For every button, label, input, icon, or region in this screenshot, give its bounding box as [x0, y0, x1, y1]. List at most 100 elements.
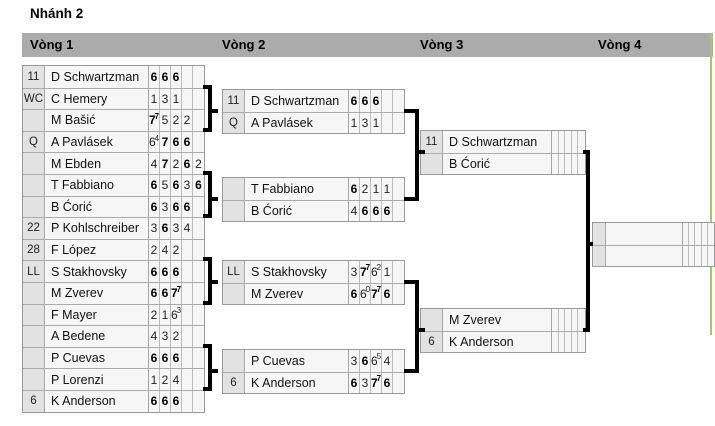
seed-cell [23, 369, 45, 390]
player-name: K Anderson [45, 390, 149, 412]
set-score [182, 261, 193, 282]
set-score [559, 131, 566, 153]
bracket-connector [418, 327, 425, 332]
set-score: 3 [349, 350, 360, 372]
set-score: 6 [360, 200, 371, 222]
seed-cell: Q [223, 112, 245, 134]
player-name: F Mayer [45, 304, 149, 326]
seed-cell [223, 283, 245, 305]
seed-cell [23, 110, 45, 131]
set-score: 6 [171, 66, 182, 88]
player-name: S Stakhovsky [45, 261, 149, 282]
bracket-connector [203, 127, 208, 132]
seed-cell [23, 153, 45, 174]
bracket-connector [582, 149, 586, 154]
player-name: M Zverev [45, 282, 149, 304]
set-score [382, 90, 393, 112]
bracket-connector [211, 108, 218, 113]
set-score [393, 178, 404, 200]
bracket-connector [403, 196, 415, 201]
set-score: 3 [149, 218, 160, 239]
set-score [572, 153, 579, 175]
bracket-connector [203, 343, 208, 348]
set-score: 3 [160, 88, 171, 110]
set-score: 6 [160, 390, 171, 412]
player-name: P Cuevas [245, 350, 349, 372]
set-score [393, 90, 404, 112]
set-score: 6 [171, 131, 182, 153]
set-score: 1 [382, 261, 393, 283]
set-score: 6 [349, 372, 360, 394]
set-score: 6 [160, 261, 171, 282]
set-score [559, 153, 566, 175]
bracket-connector [418, 149, 425, 154]
set-score: 2 [160, 369, 171, 390]
set-score: 1 [371, 112, 382, 134]
set-score [393, 350, 404, 372]
bracket-connector [211, 196, 218, 201]
set-score: 3 [360, 372, 371, 394]
seed-cell: 11 [23, 66, 45, 88]
player-name: B Ćorić [245, 200, 349, 222]
bracket-connector [203, 387, 208, 391]
seed-cell: LL [223, 261, 245, 283]
set-score: 6 [149, 174, 160, 196]
seed-cell: 22 [23, 218, 45, 239]
set-score: 6 [171, 347, 182, 369]
set-score: 2 [171, 110, 182, 131]
player-name: P Lorenzi [45, 369, 149, 390]
player-row: B Ćorić [421, 152, 585, 175]
set-score [193, 261, 204, 282]
set-score: 6 [382, 372, 393, 394]
set-score: 3 [349, 261, 360, 283]
set-score: 2 [149, 239, 160, 261]
set-score: 6 [149, 347, 160, 369]
seed-cell [223, 200, 245, 222]
set-score: 4 [349, 200, 360, 222]
seed-cell: 11 [223, 90, 245, 112]
bracket-connector [203, 171, 208, 175]
set-score [182, 326, 193, 347]
seed-cell [23, 196, 45, 218]
player-name: A Bedene [45, 326, 149, 347]
set-score: 6 [360, 90, 371, 112]
player-name: K Anderson [245, 372, 349, 394]
set-score [708, 246, 714, 267]
set-score: 6 [182, 196, 193, 218]
set-score [382, 112, 393, 134]
seed-cell [23, 347, 45, 369]
player-name: M Zverev [245, 283, 349, 305]
player-name: C Hemery [45, 88, 149, 110]
set-score [552, 309, 559, 331]
set-score: 6 [160, 282, 171, 304]
bracket-connector [403, 279, 415, 284]
seed-cell: LL [23, 261, 45, 282]
set-score [393, 201, 404, 222]
player-name: M Zverev [443, 309, 552, 331]
bracket-connector [203, 214, 208, 219]
bracket-connector [414, 279, 419, 373]
set-score [393, 284, 404, 305]
set-score [393, 373, 404, 394]
seed-cell: WC [23, 88, 45, 110]
set-score: 3 [182, 174, 193, 196]
set-score [182, 66, 193, 88]
